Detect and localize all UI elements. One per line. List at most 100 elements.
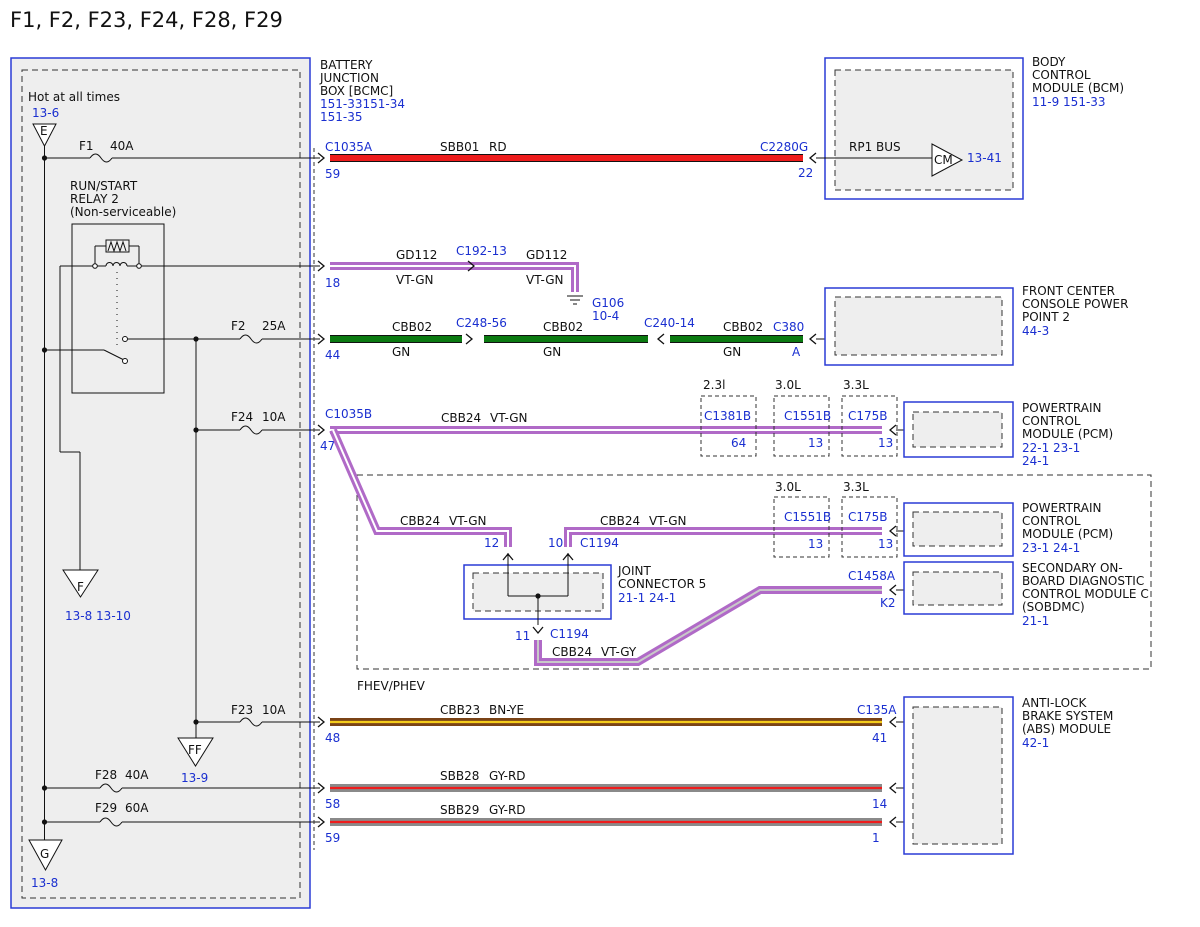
fuse-f24-icon xyxy=(239,425,263,435)
abs-label-3: (ABS) MODULE xyxy=(1022,722,1111,736)
bcm-refs: 11-9 151-33 xyxy=(1032,95,1106,109)
cbb24-circuit: CBB24 xyxy=(441,411,481,425)
joint-connector-5 xyxy=(463,553,612,625)
pcm-a-refs-1: 22-1 23-1 xyxy=(1022,441,1080,455)
hot-ref: 13-6 xyxy=(32,106,59,120)
wire-cbb24-fhev-2 xyxy=(564,527,882,547)
sbb28-circuit: SBB28 xyxy=(440,769,479,783)
sbb29-circuit: SBB29 xyxy=(440,803,479,817)
jc-refs: 21-1 24-1 xyxy=(618,591,676,605)
cbb24-connector-a: C1035B xyxy=(325,407,372,421)
chevron-left-icon xyxy=(888,782,897,794)
jc-connector: C1194 xyxy=(550,627,589,641)
engine-variant-1: 2.3l xyxy=(703,378,725,392)
fhev-w2-circuit: CBB24 xyxy=(600,514,640,528)
fhev-w1-pin: 12 xyxy=(484,536,499,550)
inline-connector-icon xyxy=(656,333,665,345)
variant-1-pin: 64 xyxy=(731,436,746,450)
gd112-color-2: VT-GN xyxy=(526,273,563,287)
sobdmc-label-4: (SOBDMC) xyxy=(1022,600,1085,614)
relay-label-2: RELAY 2 xyxy=(70,192,119,206)
fhev-w3-circuit: CBB24 xyxy=(552,645,592,659)
fhev-w1-color: VT-GN xyxy=(449,514,486,528)
fuse-f24-rating: 10A xyxy=(262,410,286,424)
chevron-right-icon xyxy=(317,782,326,794)
node-f-refs: 13-8 13-10 xyxy=(65,609,131,623)
cbb23-connector-b: C135A xyxy=(857,703,897,717)
variant-3-connector: C175B xyxy=(848,409,888,423)
fuse-f28-name: F28 xyxy=(95,768,117,782)
internal-bus-lines xyxy=(44,146,320,840)
fuse-f2-rating: 25A xyxy=(262,319,286,333)
cbb02-inline-2: C240-14 xyxy=(644,316,695,330)
fuse-f28-rating: 40A xyxy=(125,768,149,782)
fhev-w2-connector: C1194 xyxy=(580,536,619,550)
relay-terminal-dots xyxy=(92,263,142,269)
bcm-bus-label: RP1 BUS xyxy=(849,140,901,154)
fhev-w1-circuit: CBB24 xyxy=(400,514,440,528)
fhev-phev-label: FHEV/PHEV xyxy=(357,679,426,693)
sbb01-pin-b: 22 xyxy=(798,166,813,180)
cbb02-pin-b: A xyxy=(792,345,801,359)
cbb02-color-1: GN xyxy=(392,345,410,359)
pcm-a-label-2: CONTROL xyxy=(1022,414,1081,428)
pcm-b-refs: 23-1 24-1 xyxy=(1022,541,1080,555)
sbb01-circuit: SBB01 xyxy=(440,140,479,154)
fuse-f23-name: F23 xyxy=(231,703,253,717)
variant-3-pin: 13 xyxy=(878,436,893,450)
cbb02-circuit-2: CBB02 xyxy=(543,320,583,334)
sobdmc-label-1: SECONDARY ON- xyxy=(1022,561,1123,575)
fuse-f1-icon xyxy=(89,153,113,163)
page-title: F1, F2, F23, F24, F28, F29 xyxy=(10,8,283,32)
jc-label-2: CONNECTOR 5 xyxy=(618,577,706,591)
fhev-engine-2: 3.0L xyxy=(775,480,801,494)
cbb23-circuit: CBB23 xyxy=(440,703,480,717)
fhev-variant-boxes xyxy=(773,496,898,558)
engine-variant-boxes xyxy=(700,395,898,457)
relay-label-1: RUN/START xyxy=(70,179,138,193)
fhev-phev-group-box xyxy=(356,474,1152,670)
fuse-f23-rating: 10A xyxy=(262,703,286,717)
pcm-a-refs-2: 24-1 xyxy=(1022,454,1049,468)
cbb02-circuit-3: CBB02 xyxy=(723,320,763,334)
pcm-b-label-3: MODULE (PCM) xyxy=(1022,527,1113,541)
cbb24-pin-a: 47 xyxy=(320,439,335,453)
fuse-f29-name: F29 xyxy=(95,801,117,815)
bcm-label-1: BODY xyxy=(1032,55,1066,69)
bjb-label-1: BATTERY xyxy=(320,58,373,72)
relay-label-3: (Non-serviceable) xyxy=(70,205,176,219)
bjb-ref-1: 151-33151-34 xyxy=(320,97,405,111)
pcm-b-label-1: POWERTRAIN xyxy=(1022,501,1102,515)
chevron-down-icon xyxy=(532,626,544,635)
chevron-left-icon xyxy=(888,584,897,596)
front-console-power-point xyxy=(824,287,1014,366)
sbb01-connector-b: C2280G xyxy=(760,140,808,154)
cbb02-connector-b: C380 xyxy=(773,320,804,334)
pcm-a-label-3: MODULE (PCM) xyxy=(1022,427,1113,441)
front-console-label-1: FRONT CENTER xyxy=(1022,284,1115,298)
junction-dots xyxy=(41,155,199,825)
sbb29-color: GY-RD xyxy=(489,803,526,817)
abs-label-1: ANTI-LOCK xyxy=(1022,696,1087,710)
fhev-w2-color: VT-GN xyxy=(649,514,686,528)
chevron-up-icon xyxy=(562,552,574,561)
cbb23-color: BN-YE xyxy=(489,703,524,717)
chevron-up-icon xyxy=(502,552,514,561)
chevron-right-icon xyxy=(317,716,326,728)
node-e-label: E xyxy=(40,124,48,138)
jc-pin: 11 xyxy=(515,629,530,643)
node-g-label: G xyxy=(40,847,49,861)
fuse-f29-rating: 60A xyxy=(125,801,149,815)
sobdmc-label-2: BOARD DIAGNOSTIC xyxy=(1022,574,1144,588)
chevron-right-icon xyxy=(317,333,326,345)
jc-label-1: JOINT xyxy=(617,564,652,578)
variant-2-connector: C1551B xyxy=(784,409,831,423)
battery-junction-box xyxy=(10,57,311,909)
pcm-b-label-2: CONTROL xyxy=(1022,514,1081,528)
chevron-right-icon xyxy=(317,152,326,164)
fhev-w3-color: VT-GY xyxy=(601,645,637,659)
fuse-f1-rating: 40A xyxy=(110,139,134,153)
gd112-circuit-1: GD112 xyxy=(396,248,437,262)
chevron-left-icon xyxy=(808,152,817,164)
